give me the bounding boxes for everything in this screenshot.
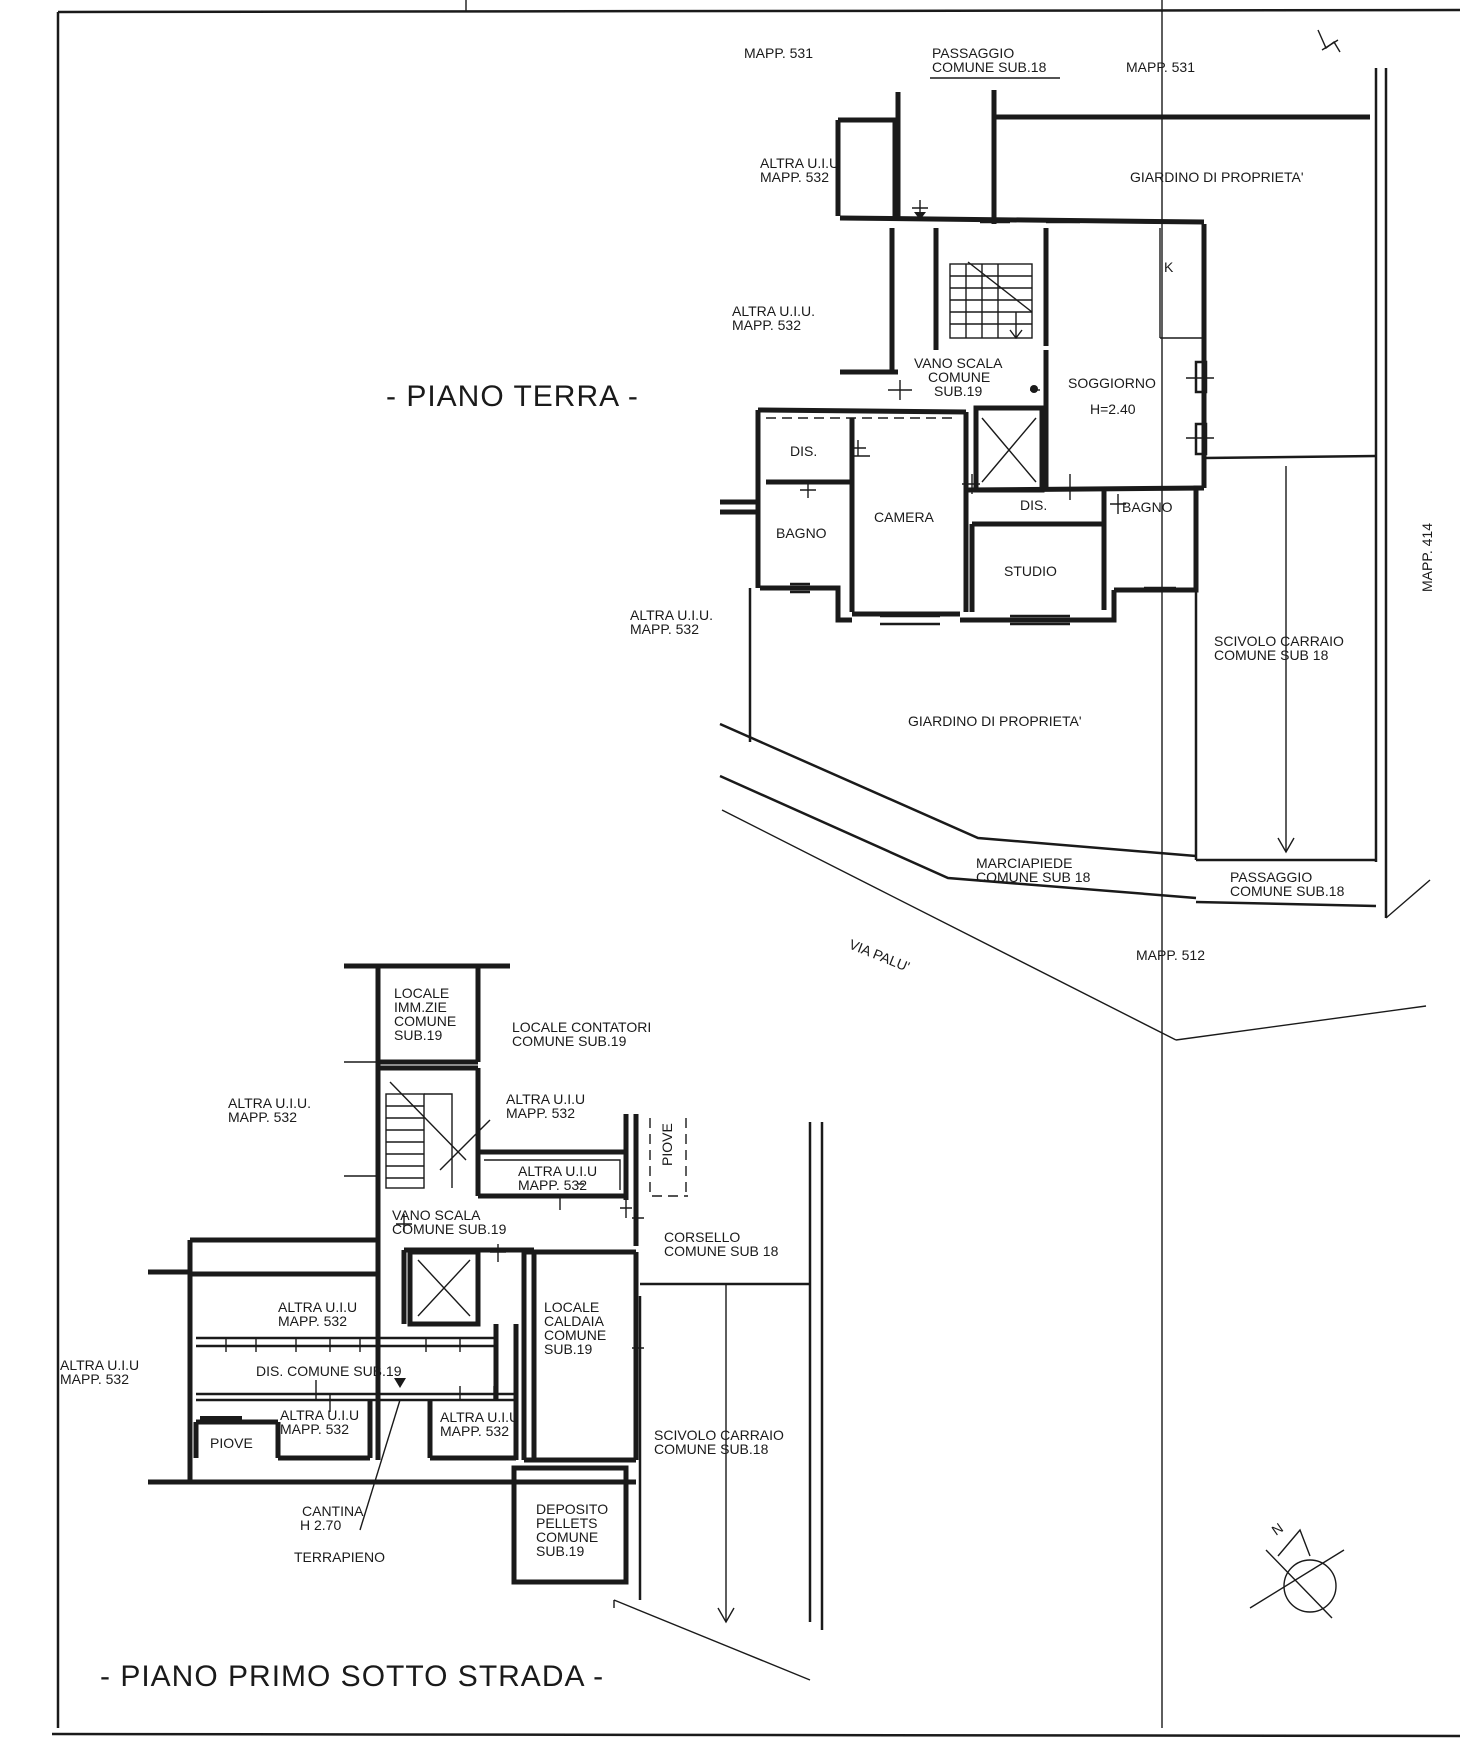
label-mapp-414: MAPP. 414: [1419, 523, 1435, 592]
label-altra-uiu-inner-1: ALTRA U.I.U: [518, 1163, 597, 1179]
label-mapp-531-right: MAPP. 531: [1126, 59, 1195, 75]
label-bagno-right: BAGNO: [1122, 499, 1173, 515]
label-altra-uiu-2b: MAPP. 532: [732, 317, 801, 333]
label-caldaia-2: CALDAIA: [544, 1313, 605, 1329]
label-caldaia-1: LOCALE: [544, 1299, 599, 1315]
label-corsello-1: CORSELLO: [664, 1229, 740, 1245]
ground-floor-plan: [719, 10, 1431, 1728]
label-piove-right: PIOVE: [659, 1123, 675, 1166]
label-passaggio-top-1: PASSAGGIO: [932, 45, 1014, 61]
label-caldaia-3: COMUNE: [544, 1327, 606, 1343]
label-locale-imm-4: SUB.19: [394, 1027, 442, 1043]
label-altra-uiu-far-left-2: MAPP. 532: [60, 1371, 129, 1387]
label-altra-uiu-small-1a: ALTRA U.I.U: [280, 1407, 359, 1423]
ground-floor-title: - PIANO TERRA -: [386, 380, 639, 413]
label-piove-left: PIOVE: [210, 1435, 253, 1451]
label-altra-uiu-2a: ALTRA U.I.U.: [732, 303, 815, 319]
label-deposito-3: COMUNE: [536, 1529, 598, 1545]
label-locale-contatori-1: LOCALE CONTATORI: [512, 1019, 651, 1035]
label-k: K: [1164, 259, 1174, 275]
label-altra-uiu-1b: MAPP. 532: [760, 169, 829, 185]
label-locale-imm-3: COMUNE: [394, 1013, 456, 1029]
label-mapp-531-left: MAPP. 531: [744, 45, 813, 61]
label-passaggio-bottom-1: PASSAGGIO: [1230, 869, 1312, 885]
label-camera: CAMERA: [874, 509, 935, 525]
label-dis-left: DIS.: [790, 443, 817, 459]
label-via-palu: VIA PALU': [847, 936, 912, 975]
label-giardino-top: GIARDINO DI PROPRIETA': [1130, 169, 1304, 185]
label-bagno-left: BAGNO: [776, 525, 827, 541]
label-deposito-1: DEPOSITO: [536, 1501, 608, 1517]
label-altra-uiu-1a: ALTRA U.I.U: [760, 155, 839, 171]
label-cantina: CANTINA: [302, 1503, 364, 1519]
label-locale-imm-2: IMM.ZIE: [394, 999, 447, 1015]
label-marciapiede-2: COMUNE SUB 18: [976, 869, 1091, 885]
label-deposito-2: PELLETS: [536, 1515, 597, 1531]
label-vano-scala-b-2: COMUNE SUB.19: [392, 1221, 507, 1237]
compass-north-label: N: [1269, 1520, 1286, 1539]
label-altra-uiu-center-1: ALTRA U.I.U: [506, 1091, 585, 1107]
compass-icon: N: [1249, 1520, 1345, 1619]
basement-floor-plan: [148, 963, 824, 1681]
basement-floor-title: - PIANO PRIMO SOTTO STRADA -: [100, 1660, 604, 1693]
label-dis-comune: DIS. COMUNE SUB.19: [256, 1363, 402, 1379]
label-vano-scala-1: VANO SCALA: [914, 355, 1003, 371]
label-altra-uiu-far-left-1: ALTRA U.I.U: [60, 1357, 139, 1373]
label-soggiorno: SOGGIORNO: [1068, 375, 1156, 391]
label-scivolo-b-1: SCIVOLO CARRAIO: [654, 1427, 784, 1443]
label-vano-scala-2: COMUNE: [928, 369, 990, 385]
label-altra-uiu-small-1b: MAPP. 532: [280, 1421, 349, 1437]
label-passaggio-bottom-2: COMUNE SUB.18: [1230, 883, 1345, 899]
label-altra-uiu-left-2: MAPP. 532: [228, 1109, 297, 1125]
label-altra-uiu-left-1: ALTRA U.I.U.: [228, 1095, 311, 1111]
label-altra-uiu-inner-2: MAPP. 532: [518, 1177, 587, 1193]
label-terrapieno: TERRAPIENO: [294, 1549, 385, 1565]
label-altra-uiu-center-2: MAPP. 532: [506, 1105, 575, 1121]
label-corsello-2: COMUNE SUB 18: [664, 1243, 779, 1259]
label-altra-uiu-row-2: MAPP. 532: [278, 1313, 347, 1329]
label-marciapiede-1: MARCIAPIEDE: [976, 855, 1072, 871]
label-mapp-512: MAPP. 512: [1136, 947, 1205, 963]
label-giardino-bottom: GIARDINO DI PROPRIETA': [908, 713, 1082, 729]
label-altra-uiu-3a: ALTRA U.I.U.: [630, 607, 713, 623]
label-caldaia-4: SUB.19: [544, 1341, 592, 1357]
label-deposito-4: SUB.19: [536, 1543, 584, 1559]
label-altra-uiu-3b: MAPP. 532: [630, 621, 699, 637]
label-scivolo-1: SCIVOLO CARRAIO: [1214, 633, 1344, 649]
label-altra-uiu-row-1: ALTRA U.I.U: [278, 1299, 357, 1315]
label-studio: STUDIO: [1004, 563, 1057, 579]
label-cantina-height: H 2.70: [300, 1517, 341, 1533]
signature-mark-icon: [1317, 29, 1341, 53]
label-locale-contatori-2: COMUNE SUB.19: [512, 1033, 627, 1049]
label-dis-center: DIS.: [1020, 497, 1047, 513]
label-vano-scala-b-1: VANO SCALA: [392, 1207, 481, 1223]
label-scivolo-2: COMUNE SUB 18: [1214, 647, 1329, 663]
label-scivolo-b-2: COMUNE SUB.18: [654, 1441, 769, 1457]
label-passaggio-top-2: COMUNE SUB.18: [932, 59, 1047, 75]
label-locale-imm-1: LOCALE: [394, 985, 449, 1001]
label-vano-scala-3: SUB.19: [934, 383, 982, 399]
label-altra-uiu-small-2a: ALTRA U.I.U: [440, 1409, 519, 1425]
sheet-frame: [51, 0, 1461, 1738]
label-altra-uiu-small-2b: MAPP. 532: [440, 1423, 509, 1439]
label-soggiorno-height: H=2.40: [1090, 401, 1136, 417]
